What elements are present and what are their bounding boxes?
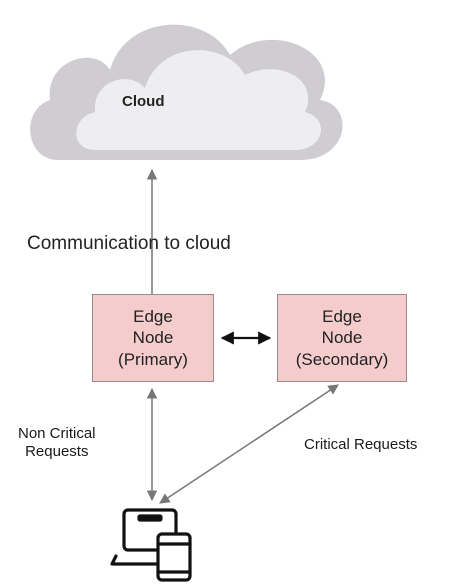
primary-node-line2: Node xyxy=(132,328,174,348)
secondary-node-line3: (Secondary) xyxy=(295,349,389,369)
secondary-node-line2: Node xyxy=(321,328,363,348)
non-critical-line2: Requests xyxy=(25,443,89,460)
secondary-node-line1: Edge xyxy=(322,307,362,327)
communication-label: Communication to cloud xyxy=(27,233,231,254)
cloud-shape xyxy=(30,24,343,160)
laptop-and-phone-icon xyxy=(110,508,192,582)
edge-node-primary: Edge Node (Primary) xyxy=(92,294,214,382)
non-critical-requests-label: Non Critical Requests xyxy=(18,425,96,461)
critical-requests-label: Critical Requests xyxy=(304,436,418,453)
cloud-label: Cloud xyxy=(122,93,165,110)
non-critical-line1: Non Critical xyxy=(18,425,96,442)
edge-node-secondary: Edge Node (Secondary) xyxy=(277,294,407,382)
primary-node-line1: Edge xyxy=(133,307,173,327)
primary-node-line3: (Primary) xyxy=(118,349,188,369)
arrow-secondary-device xyxy=(159,384,339,504)
